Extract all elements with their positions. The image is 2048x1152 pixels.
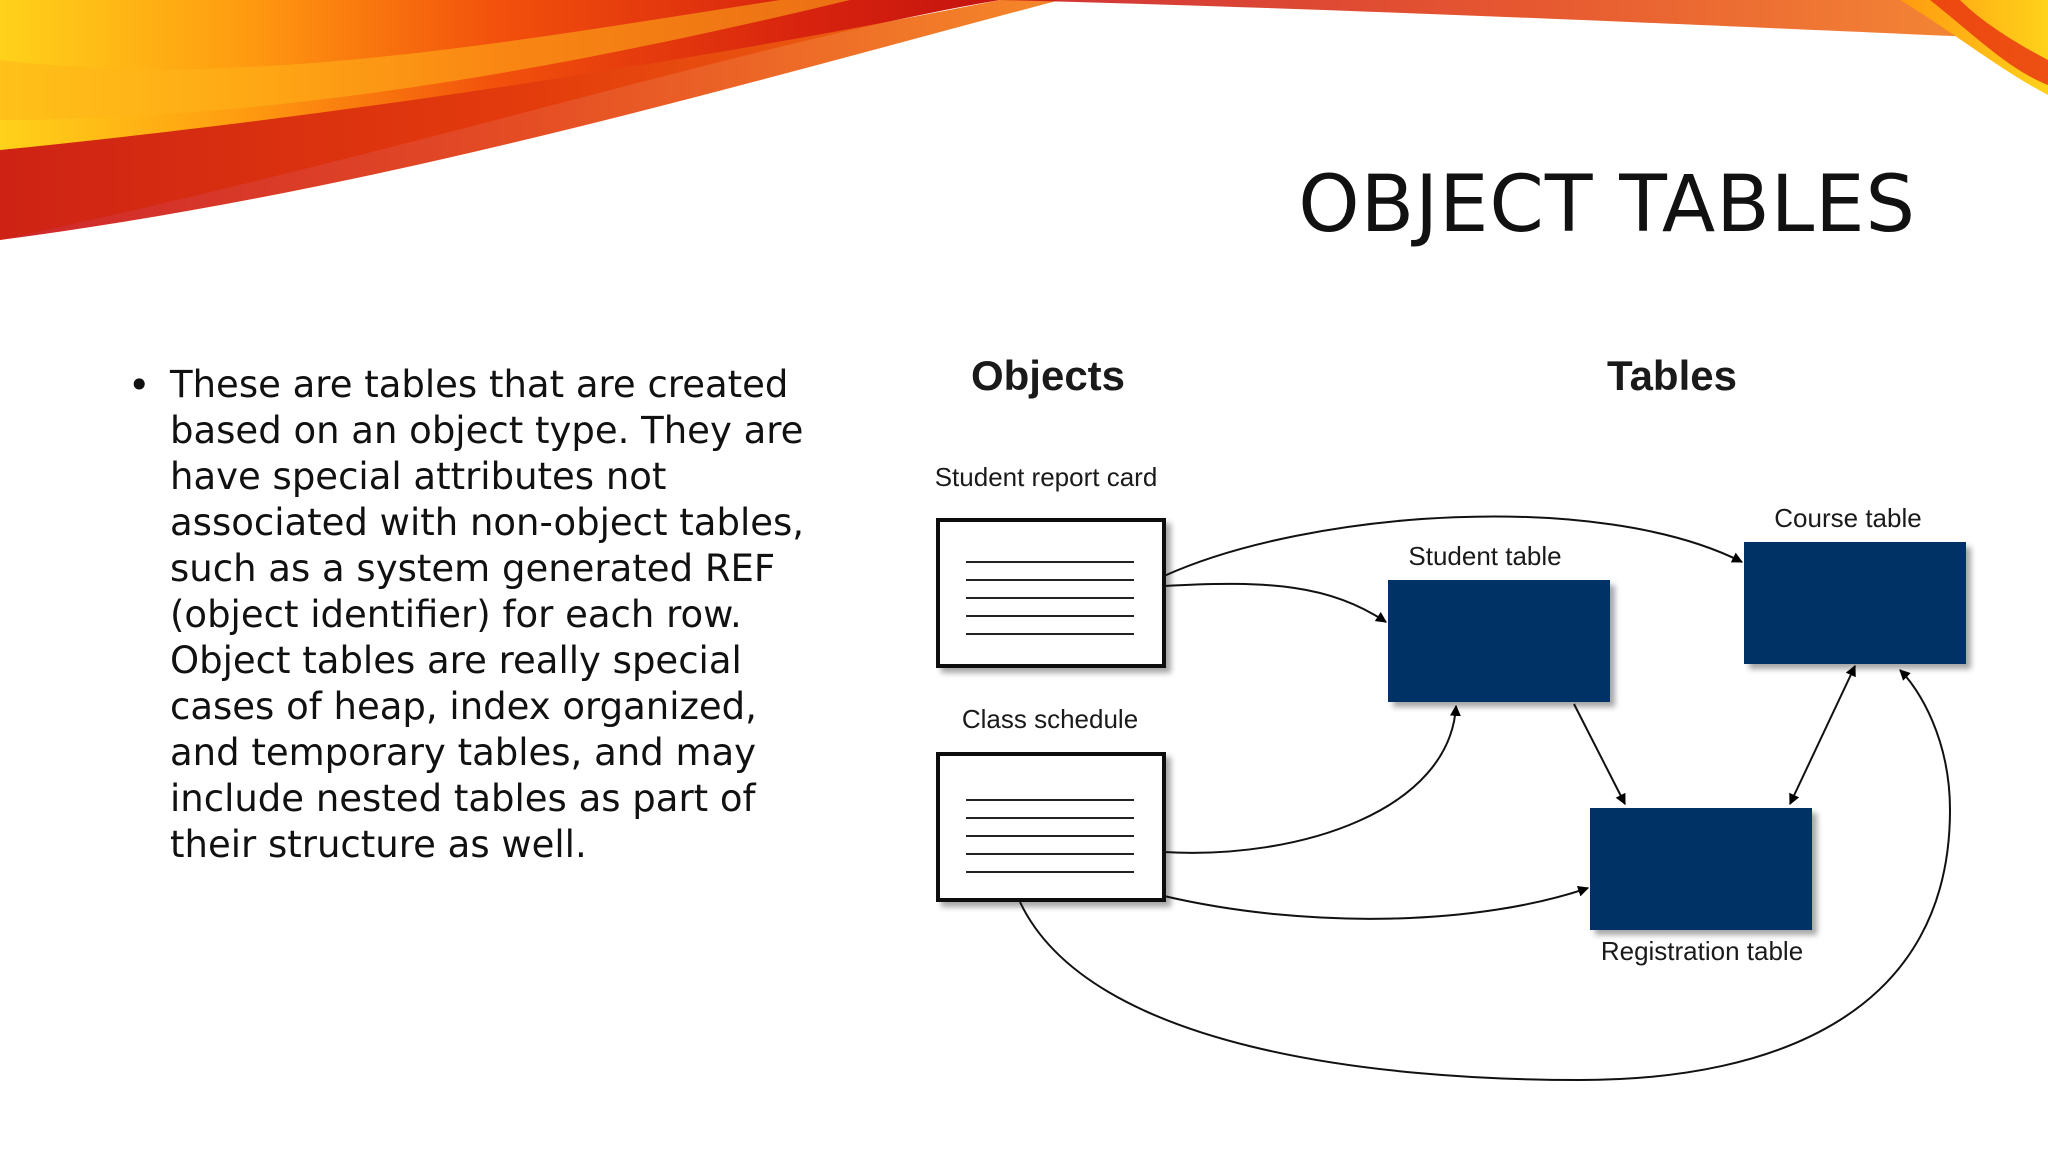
course-table-box — [1744, 542, 1966, 664]
arrow-student-to-registration — [1573, 703, 1626, 805]
arrow-reportcard-to-course — [1163, 515, 1743, 577]
object-tables-diagram: Objects Tables Student report card Class… — [935, 352, 1966, 1082]
bullet-text: These are tables that are created based … — [170, 363, 805, 866]
student-table-box — [1388, 580, 1610, 702]
student-report-card-box — [936, 518, 1166, 668]
tables-heading: Tables — [1607, 352, 1737, 399]
registration-table-label: Registration table — [1601, 936, 1803, 966]
student-table-label: Student table — [1408, 541, 1561, 571]
arrow-course-registration — [1789, 665, 1856, 805]
arrow-schedule-to-course — [1019, 669, 1952, 1082]
student-report-card-label: Student report card — [935, 462, 1158, 492]
bullet-list: • These are tables that are created base… — [128, 362, 828, 868]
bullet-dot: • — [128, 363, 151, 407]
decorative-swoosh — [0, 0, 2048, 240]
registration-table-box — [1590, 808, 1812, 930]
bullet-item: • These are tables that are created base… — [128, 362, 828, 868]
arrow-schedule-to-registration — [1163, 886, 1590, 920]
arrow-schedule-to-student — [1163, 704, 1461, 854]
course-table-label: Course table — [1774, 503, 1921, 533]
class-schedule-label: Class schedule — [962, 704, 1138, 734]
objects-heading: Objects — [971, 352, 1125, 399]
arrow-reportcard-to-student — [1163, 582, 1387, 623]
slide-title: OBJECT TABLES — [1298, 160, 1916, 250]
class-schedule-box — [936, 752, 1166, 902]
